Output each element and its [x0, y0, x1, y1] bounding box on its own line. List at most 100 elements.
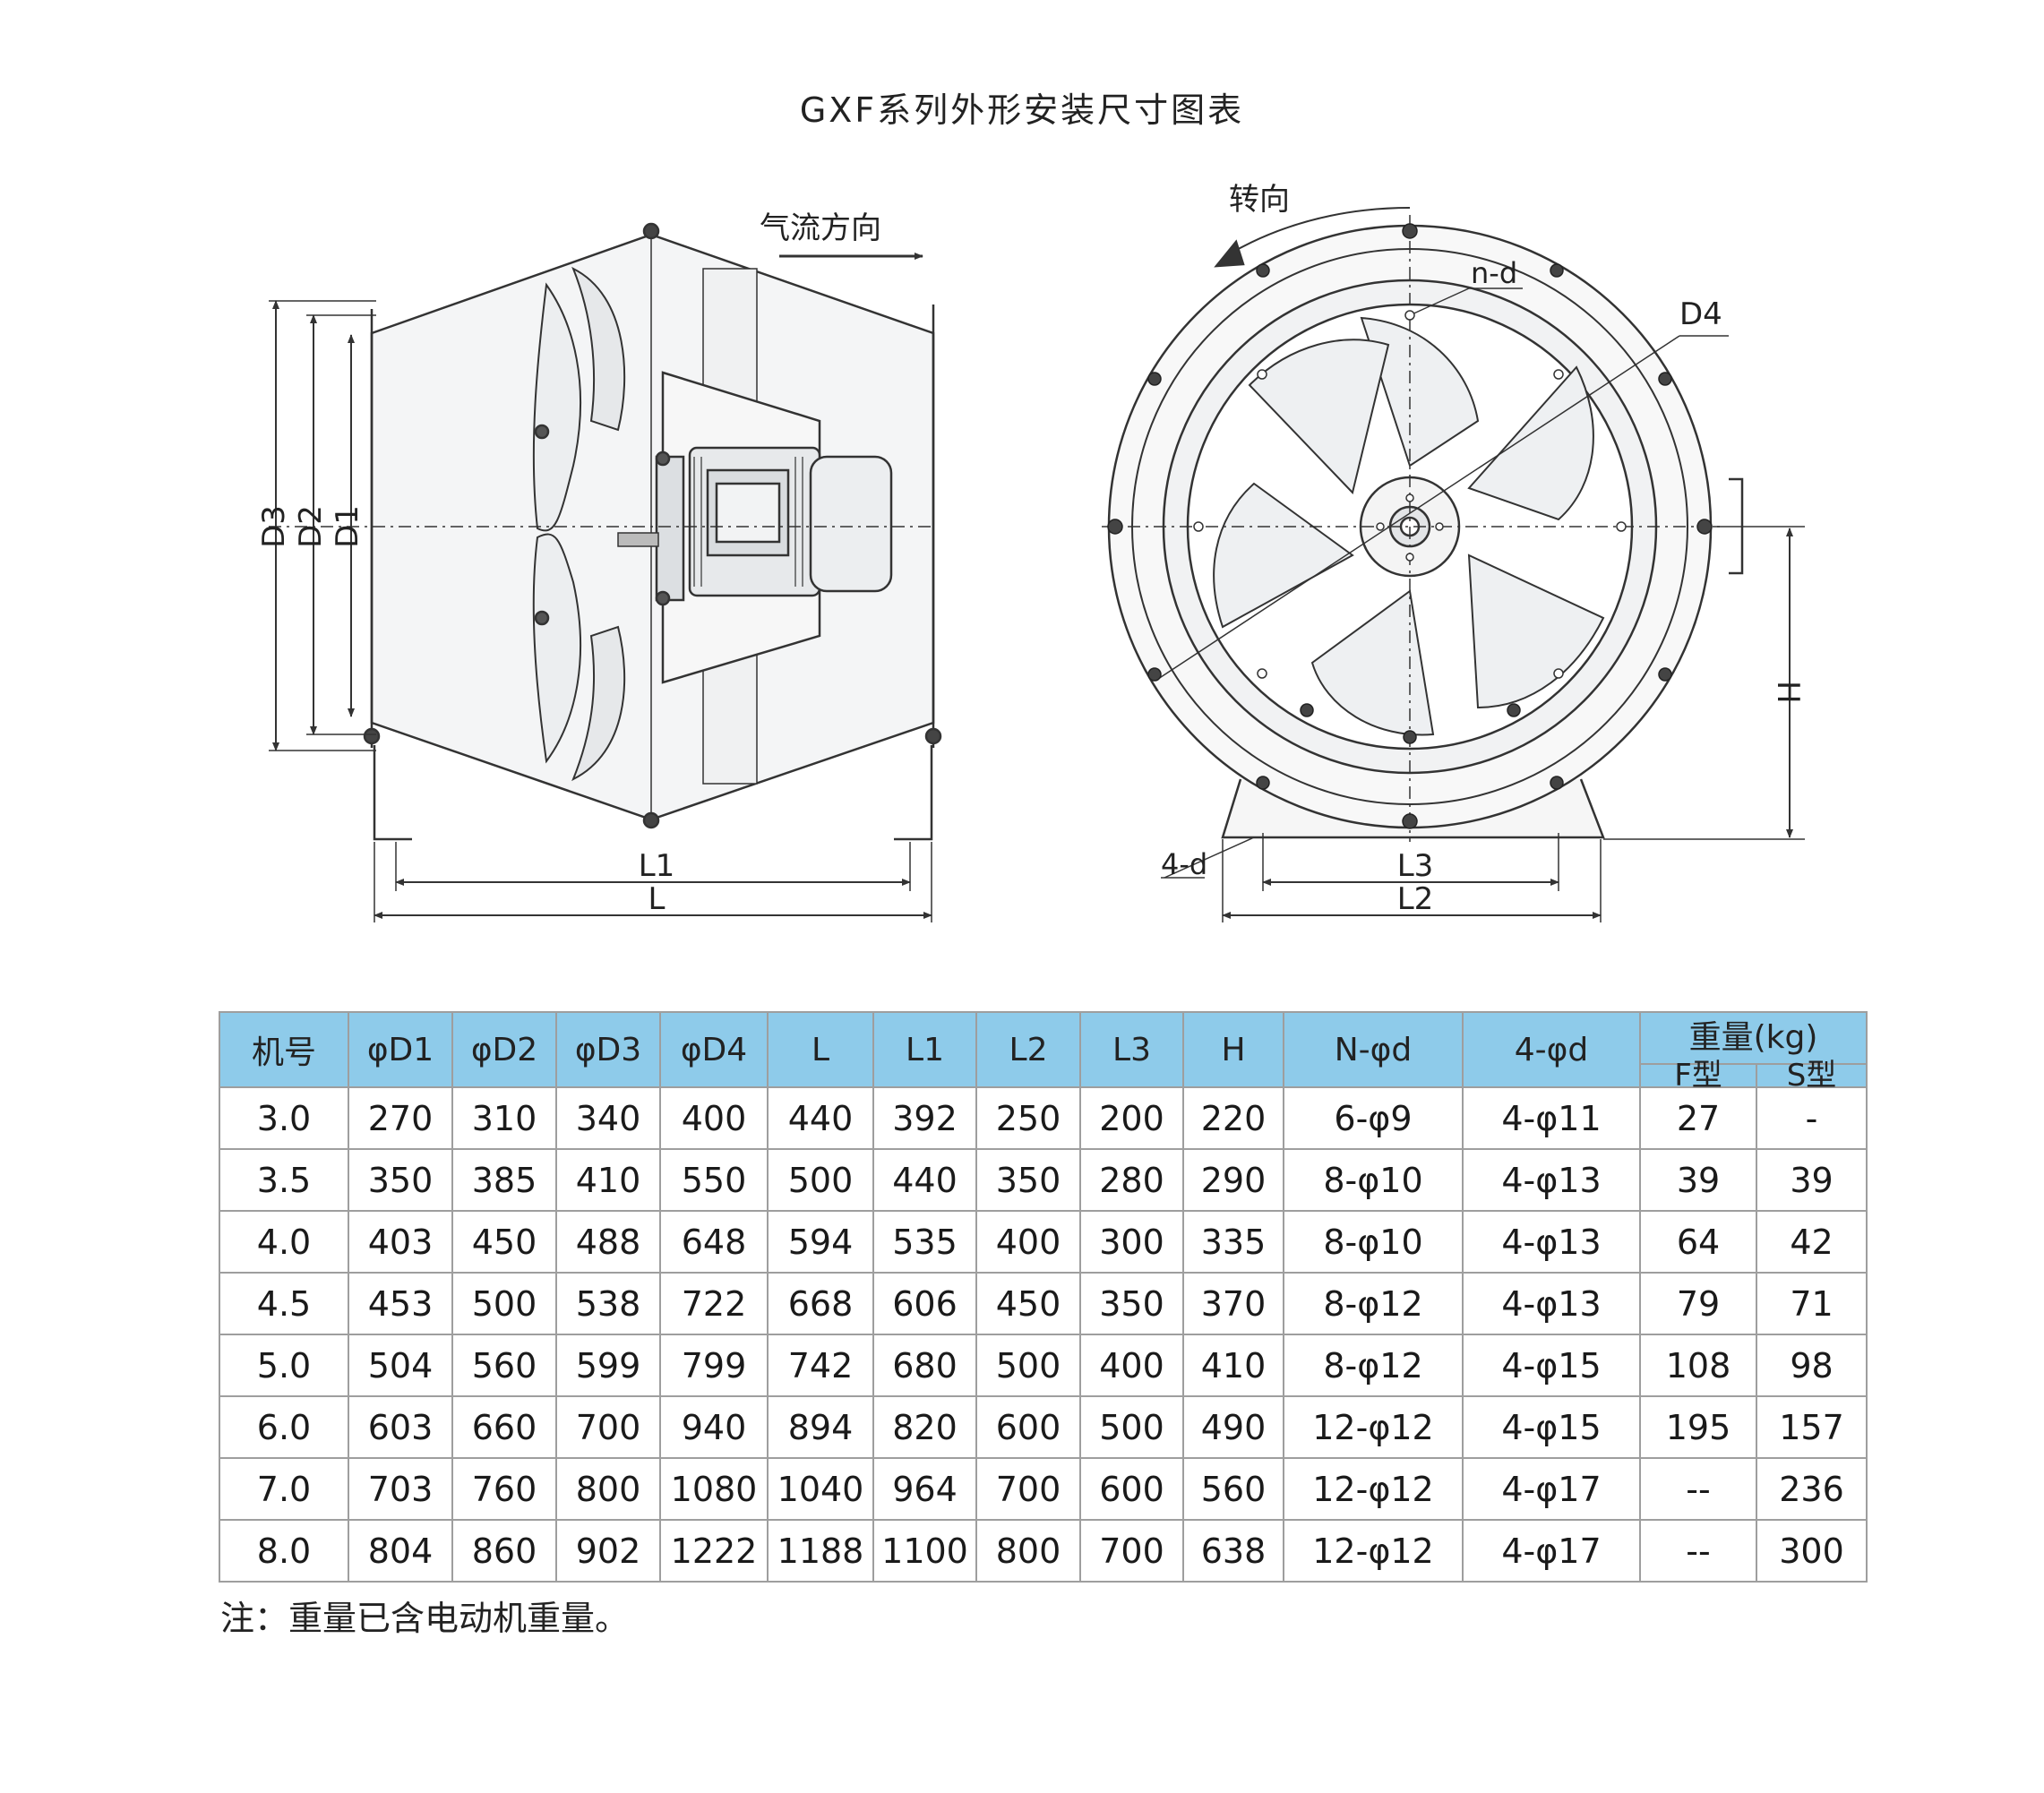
table-cell: 1080 — [659, 1457, 769, 1521]
table-cell: 440 — [767, 1086, 874, 1150]
table-cell: 7.0 — [219, 1457, 349, 1521]
header-cell: L2 — [975, 1011, 1081, 1088]
table-cell: 195 — [1639, 1395, 1757, 1459]
table-cell: 8-φ12 — [1283, 1272, 1464, 1335]
table-cell: 504 — [348, 1334, 453, 1397]
table-cell: 453 — [348, 1272, 453, 1335]
front-view — [1102, 207, 1805, 922]
table-cell: 27 — [1639, 1086, 1757, 1150]
table-cell: 1040 — [767, 1457, 874, 1521]
fan-blade — [1467, 365, 1594, 521]
table-cell: 599 — [555, 1334, 661, 1397]
table-cell: 250 — [975, 1086, 1081, 1150]
table-cell: 440 — [872, 1148, 977, 1212]
table-cell: -- — [1639, 1519, 1757, 1583]
table-cell: 8.0 — [219, 1519, 349, 1583]
table-cell: 108 — [1639, 1334, 1757, 1397]
table-cell: 280 — [1079, 1148, 1184, 1212]
table-cell: 700 — [555, 1395, 661, 1459]
header-cell: H — [1182, 1011, 1284, 1088]
fan-blade — [1360, 316, 1480, 468]
header-cell: L — [767, 1011, 874, 1088]
table-cell: - — [1755, 1086, 1868, 1150]
table-cell: 800 — [975, 1519, 1081, 1583]
table-header-row: 机号 φD1 φD2 φD3 φD4 L L1 L2 L3 H N-φd 4-φ… — [219, 1011, 1868, 1088]
table-cell: 350 — [975, 1148, 1081, 1212]
table-cell: 1222 — [659, 1519, 769, 1583]
table-cell: 236 — [1755, 1457, 1868, 1521]
page-title: GXF系列外形安装尺寸图表 — [799, 90, 1245, 130]
table-cell: 4-φ17 — [1462, 1519, 1641, 1583]
weight-header: 重量(kg) — [1638, 1011, 1868, 1065]
table-cell: 3.0 — [219, 1086, 349, 1150]
header-cell: φD3 — [555, 1011, 661, 1088]
dim-label-l2: L2 — [1397, 881, 1434, 917]
table-cell: -- — [1639, 1457, 1757, 1521]
table-cell: 6-φ9 — [1283, 1086, 1464, 1150]
side-view — [269, 222, 942, 922]
table-cell: 450 — [451, 1210, 557, 1274]
table-cell: 4.0 — [219, 1210, 349, 1274]
table-cell: 490 — [1182, 1395, 1284, 1459]
table-cell: 4.5 — [219, 1272, 349, 1335]
table-cell: 500 — [975, 1334, 1081, 1397]
table-cell: 157 — [1755, 1395, 1868, 1459]
table-cell: 400 — [975, 1210, 1081, 1274]
dim-label-d2: D2 — [293, 505, 329, 548]
table-cell: 500 — [451, 1272, 557, 1335]
table-cell: 700 — [975, 1457, 1081, 1521]
table-cell: 560 — [1182, 1457, 1284, 1521]
table-cell: 680 — [872, 1334, 977, 1397]
table-cell: 940 — [659, 1395, 769, 1459]
table-cell: 400 — [1079, 1334, 1184, 1397]
dim-label-h: H — [1770, 681, 1806, 704]
table-cell: 71 — [1755, 1272, 1868, 1335]
table-cell: 98 — [1755, 1334, 1868, 1397]
header-cell: φD4 — [659, 1011, 769, 1088]
dim-label-4d: 4-d — [1161, 847, 1207, 881]
header-cell: L1 — [872, 1011, 977, 1088]
table-cell: 12-φ12 — [1283, 1395, 1464, 1459]
table-cell: 403 — [348, 1210, 453, 1274]
rotation-label: 转向 — [1229, 182, 1290, 218]
left-support-leg — [373, 745, 412, 841]
table-cell: 4-φ15 — [1462, 1334, 1641, 1397]
table-cell: 300 — [1755, 1519, 1868, 1583]
table-cell: 385 — [451, 1148, 557, 1212]
blade-side — [571, 266, 626, 432]
table-cell: 4-φ15 — [1462, 1395, 1641, 1459]
table-cell: 12-φ12 — [1283, 1519, 1464, 1583]
table-cell: 606 — [872, 1272, 977, 1335]
header-cell: 机号 — [219, 1011, 349, 1088]
dim-label-d1: D1 — [330, 505, 365, 548]
table-cell: 450 — [975, 1272, 1081, 1335]
fan-drawing: 气流方向 D3 D2 D1 L1 L — [256, 182, 1806, 922]
dim-label-nd: n-d — [1471, 256, 1517, 290]
table-cell: 538 — [555, 1272, 661, 1335]
table-cell: 410 — [1182, 1334, 1284, 1397]
table-cell: 4-φ13 — [1462, 1148, 1641, 1212]
header-cell: N-φd — [1283, 1011, 1464, 1088]
table-cell: 410 — [555, 1148, 661, 1212]
table-cell: 200 — [1079, 1086, 1184, 1150]
footnote: 注：重量已含电动机重量。 — [220, 1599, 630, 1638]
table-cell: 760 — [451, 1457, 557, 1521]
table-cell: 600 — [1079, 1457, 1184, 1521]
table-cell: 894 — [767, 1395, 874, 1459]
table-cell: 4-φ17 — [1462, 1457, 1641, 1521]
table-cell: 300 — [1079, 1210, 1184, 1274]
table-cell: 603 — [348, 1395, 453, 1459]
table-cell: 39 — [1755, 1148, 1868, 1212]
table-cell: 4-φ11 — [1462, 1086, 1641, 1150]
weight-subheader-s: S型 — [1755, 1060, 1868, 1091]
table-cell: 8-φ10 — [1283, 1148, 1464, 1212]
table-cell: 1188 — [767, 1519, 874, 1583]
table-cell: 860 — [451, 1519, 557, 1583]
table-cell: 79 — [1639, 1272, 1757, 1335]
header-cell: L3 — [1079, 1011, 1184, 1088]
